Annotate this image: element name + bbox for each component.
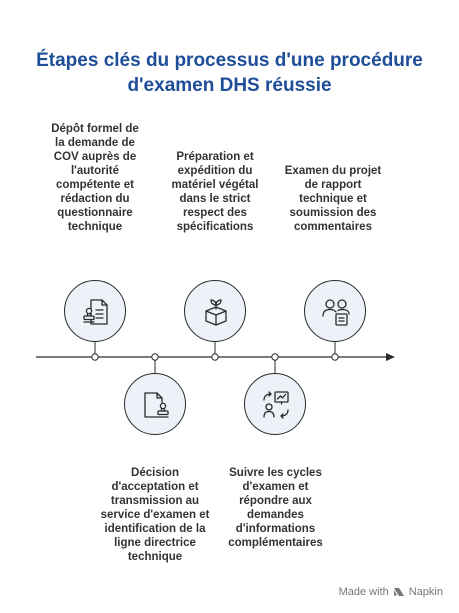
timeline-arrow-head [386,353,395,361]
step-2-icon-circle [124,373,186,435]
file-stamp-icon [144,392,169,418]
timeline-node-2 [151,353,159,361]
step-4-text: Suivre les cycles d'examen et répondre a… [228,467,323,549]
step-5-icon-circle [304,280,366,342]
plant-box-icon [205,299,227,326]
users-review-icon [322,299,350,326]
napkin-logo-icon [393,588,404,596]
step-1-text: Dépôt formel de la demande de COV auprès… [51,123,139,233]
step-3-text: Préparation et expédition du matériel vé… [171,151,259,233]
made-with-label: Made with [338,586,389,598]
document-stamp-icon [83,299,108,325]
step-5-text: Examen du projet de rapport technique et… [284,165,382,233]
presentation-cycle-icon [263,391,289,419]
timeline-node-1 [91,353,99,361]
title-line-1: Étapes clés du processus d'une procédure [36,50,423,71]
title-line-2: d'examen DHS réussie [127,75,332,96]
diagram-title: Étapes clés du processus d'une procédure… [0,48,459,98]
timeline-node-4 [271,353,279,361]
step-1-icon-circle [64,280,126,342]
napkin-watermark: Made with Napkin [339,586,443,598]
napkin-brand-label: Napkin [408,586,443,598]
step-3-icon-circle [184,280,246,342]
step-2-text: Décision d'acceptation et transmission a… [100,467,210,563]
step-4-icon-circle [244,373,306,435]
timeline-node-3 [211,353,219,361]
timeline-node-5 [331,353,339,361]
